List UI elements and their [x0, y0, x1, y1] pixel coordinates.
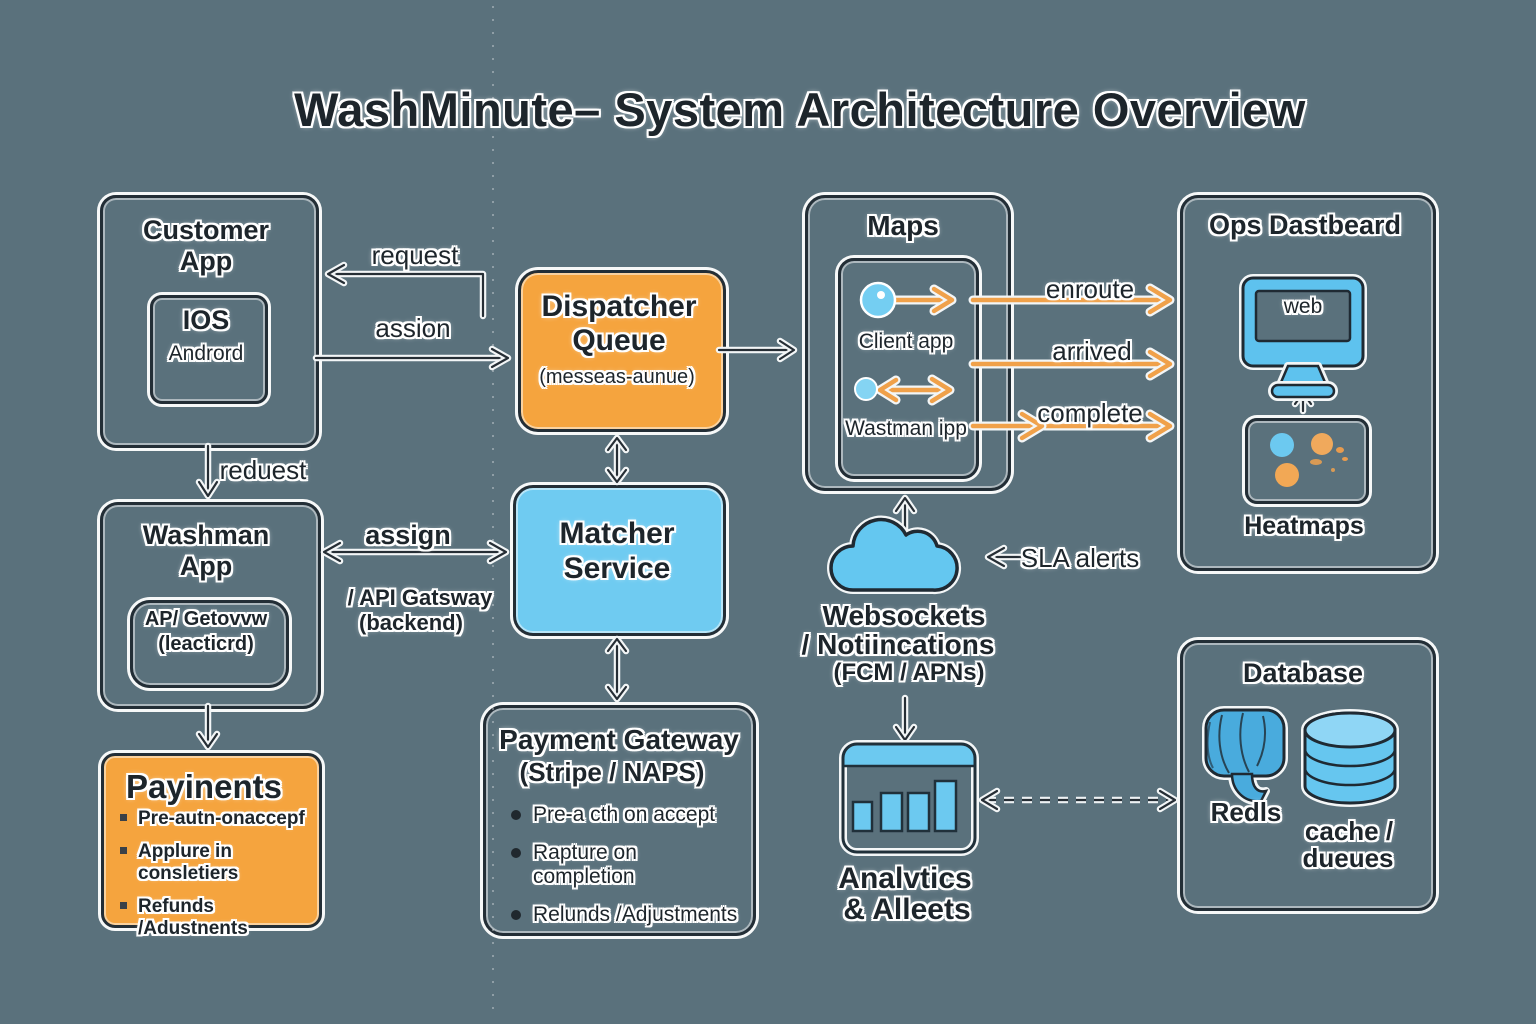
cloud-maps-arrow — [892, 494, 918, 560]
arrived-label: arrived — [1052, 336, 1132, 366]
analytics-line1: Analvtics — [838, 862, 972, 895]
customer-app-platform-box — [150, 295, 268, 404]
dispatcher-maps-arrow — [715, 337, 798, 363]
analytics-database-dashed-arrow — [978, 787, 1179, 813]
cache-label-line2: dueues — [1302, 843, 1394, 873]
ops-dashboard-box — [1180, 195, 1436, 571]
washman-payments-arrow — [195, 702, 221, 751]
dispatcher-queue-subtitle: (messeas-aunue) — [539, 366, 695, 388]
heatmap-box — [1245, 418, 1369, 504]
payments-item: Refunds /Adustnents — [118, 896, 308, 940]
payment-gateway-box — [483, 705, 756, 936]
assign-mid-label: assign — [365, 520, 451, 550]
websockets-line1: Websockets — [822, 600, 986, 631]
assign-top-arrow — [312, 345, 512, 371]
matcher-service-box — [513, 485, 726, 636]
sla-alerts-arrow — [984, 544, 1026, 570]
sla-alerts-label: SLA alerts — [1020, 543, 1140, 573]
payment-gateway-item: Rapture on completion — [507, 841, 742, 889]
enroute-label: enroute — [1045, 274, 1135, 304]
cloud-icon — [827, 515, 962, 595]
washman-app-inner-line2: (leacticrd) — [158, 633, 254, 655]
customer-app-platform-line1: IOS — [182, 305, 230, 335]
ops-dashboard-title: Ops Dastbeard — [1208, 210, 1402, 240]
heatmaps-label: Heatmaps — [1244, 512, 1364, 540]
database-title: Database — [1242, 658, 1364, 688]
postgres-label: Redls — [1210, 797, 1282, 827]
request-down-label: reduest — [219, 455, 307, 485]
customer-app-platform-line2: Andrord — [168, 342, 244, 365]
api-gateway-label-line1: / API Gatsway — [347, 585, 493, 610]
database-box — [1180, 640, 1436, 911]
analytics-line2: & Alleets — [843, 893, 971, 926]
washman-app-inner-box — [130, 600, 289, 688]
websockets-line2: / Notiincations — [801, 629, 995, 660]
matcher-gateway-arrow — [604, 635, 630, 703]
maps-washman-label: Wastman ipp — [845, 417, 967, 440]
page-title: WashMinute– System Architecture Overview — [294, 83, 1306, 136]
maps-client-label: Client app — [858, 330, 954, 353]
cache-label-line1: cache / — [1304, 816, 1394, 846]
maps-box — [805, 195, 1011, 491]
payment-gateway-item: Relunds /Adjustments — [507, 903, 742, 927]
payment-gateway-subtitle: (Stripe / NAPS) — [519, 757, 705, 787]
websockets-line3: (FCM / APNs) — [833, 659, 985, 686]
payments-title: Payinents — [126, 768, 282, 805]
customer-app-title: Customer App — [142, 215, 270, 277]
monitor-web-label: web — [1283, 295, 1323, 318]
cloud-analytics-arrow — [892, 694, 918, 744]
washman-app-inner-line1: AP/ Getovvw — [144, 608, 268, 630]
api-gateway-label-line2: (backend) — [359, 610, 463, 635]
complete-label: complete — [1037, 398, 1143, 428]
request-down-arrow — [195, 442, 221, 500]
dispatcher-queue-title: Dispatcher Queue — [541, 290, 697, 357]
matcher-service-title: Matcher Service — [559, 517, 675, 585]
payments-item: Applure in consletiers — [118, 841, 308, 885]
payments-item: Pre-autn-onaccepf — [118, 808, 308, 830]
request-arrow — [324, 261, 487, 320]
bar-chart-icon — [839, 740, 979, 856]
payment-gateway-item: Pre-a cth on accept — [507, 803, 742, 827]
maps-title: Maps — [867, 210, 939, 241]
payments-list: Pre-autn-onaccepf Applure in consletiers… — [118, 808, 308, 951]
washman-app-title: Washman App — [142, 520, 270, 582]
payments-box — [101, 753, 322, 928]
payment-gateway-title: Payment Gateway — [499, 724, 739, 755]
dispatcher-matcher-arrow — [604, 434, 630, 486]
payment-gateway-list: Pre-a cth on accept Rapture on completio… — [507, 803, 742, 941]
request-label: request — [371, 240, 459, 270]
maps-inner-box — [838, 258, 979, 479]
assign-top-label: assion — [375, 313, 451, 343]
